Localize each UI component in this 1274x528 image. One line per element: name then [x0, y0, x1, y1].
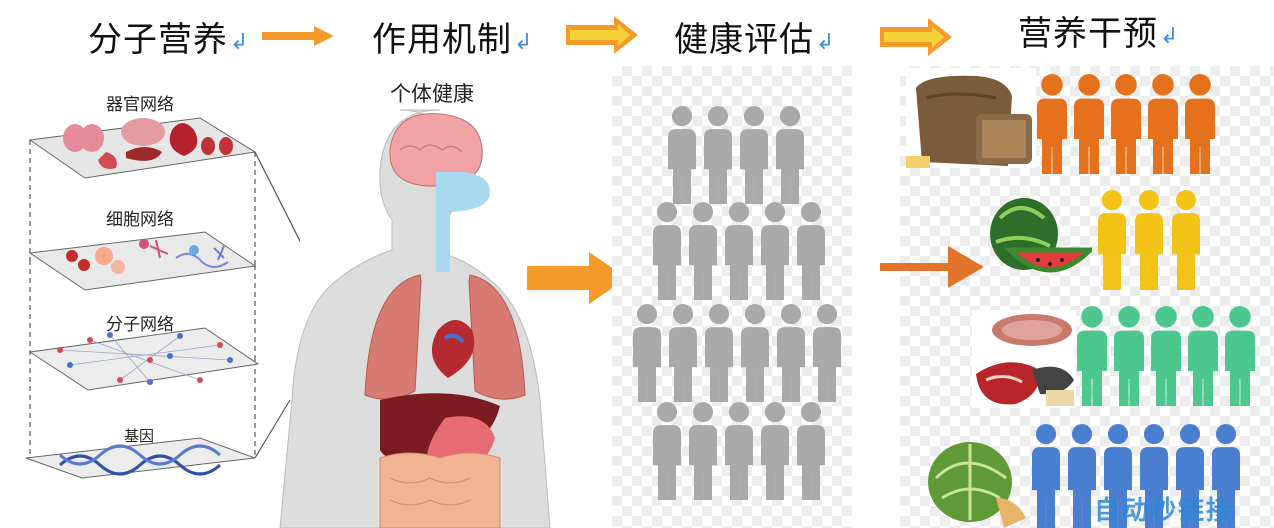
person-icon [705, 304, 733, 402]
layer-label-organ: 器官网络 [106, 95, 174, 115]
person-icon [1185, 74, 1215, 174]
body-caption: 个体健康 [390, 82, 474, 106]
cabbage-image [928, 442, 1026, 528]
person-icon [725, 202, 753, 300]
return-mark-icon: ↲ [514, 30, 534, 55]
person-icon [1068, 424, 1096, 528]
cell-plane [28, 231, 257, 291]
step-label: 分子营养 [88, 20, 228, 60]
person-icon [725, 402, 753, 500]
assessment-people [633, 106, 841, 500]
assessment-to-intervention-arrow-icon [880, 246, 984, 288]
person-icon [776, 106, 804, 204]
step-label: 作用机制 [372, 20, 512, 60]
person-icon [741, 304, 769, 402]
return-mark-icon: ↲ [816, 30, 836, 55]
person-icon [1135, 190, 1163, 290]
mechanism-to-assessment-arrow-icon [527, 252, 627, 304]
person-icon [1188, 306, 1218, 406]
person-icon [1111, 74, 1141, 174]
meat-image [972, 310, 1076, 408]
return-mark-icon: ↲ [230, 30, 250, 55]
person-icon [761, 402, 789, 500]
person-icon [813, 304, 841, 402]
step-title-molecular-nutrition: 分子营养↲ [88, 12, 249, 61]
molecule-plane [28, 327, 260, 391]
person-icon [1151, 306, 1181, 406]
return-mark-icon: ↲ [1160, 24, 1180, 49]
flow-arrow-1-icon [262, 26, 334, 46]
person-icon [653, 402, 681, 500]
person-icon [1148, 74, 1178, 174]
intervention-people [1032, 74, 1255, 528]
person-icon [1098, 190, 1126, 290]
step-title-mechanism: 作用机制↲ [372, 12, 533, 61]
person-icon [1176, 424, 1204, 528]
watermelon-image [990, 198, 1092, 273]
layer-label-molecule: 分子网络 [106, 315, 174, 335]
watermark: 自动秒链接 [1094, 496, 1235, 526]
person-icon [797, 402, 825, 500]
person-icon [1077, 306, 1107, 406]
person-icon [777, 304, 805, 402]
flow-arrow-2-icon [566, 16, 638, 54]
layer-label-cell: 细胞网络 [106, 210, 174, 230]
step-label: 营养干预 [1018, 14, 1158, 54]
human-body-illustration [279, 109, 551, 528]
person-icon [1074, 74, 1104, 174]
person-icon [740, 106, 768, 204]
person-icon [633, 304, 661, 402]
person-icon [797, 202, 825, 300]
person-icon [761, 202, 789, 300]
layer-label-gene: 基因 [124, 427, 155, 445]
person-icon [653, 202, 681, 300]
person-icon [1172, 190, 1200, 290]
person-icon [1104, 424, 1132, 528]
bread-image [906, 68, 1036, 168]
network-stack: 器官网络 细胞网络 分子网络 基因 [0, 60, 300, 528]
person-icon [689, 402, 717, 500]
step-title-health-assessment: 健康评估↲ [674, 12, 835, 61]
person-icon [1212, 424, 1240, 528]
person-icon [669, 304, 697, 402]
step-title-nutrition-intervention: 营养干预↲ [1018, 6, 1179, 55]
person-icon [1037, 74, 1067, 174]
person-icon [1114, 306, 1144, 406]
flow-arrow-3-icon [880, 18, 952, 56]
person-icon [704, 106, 732, 204]
person-icon [1225, 306, 1255, 406]
person-icon [1140, 424, 1168, 528]
step-label: 健康评估 [674, 20, 814, 60]
person-icon [689, 202, 717, 300]
person-icon [1032, 424, 1060, 528]
person-icon [668, 106, 696, 204]
network-planes-diagram [25, 117, 300, 479]
